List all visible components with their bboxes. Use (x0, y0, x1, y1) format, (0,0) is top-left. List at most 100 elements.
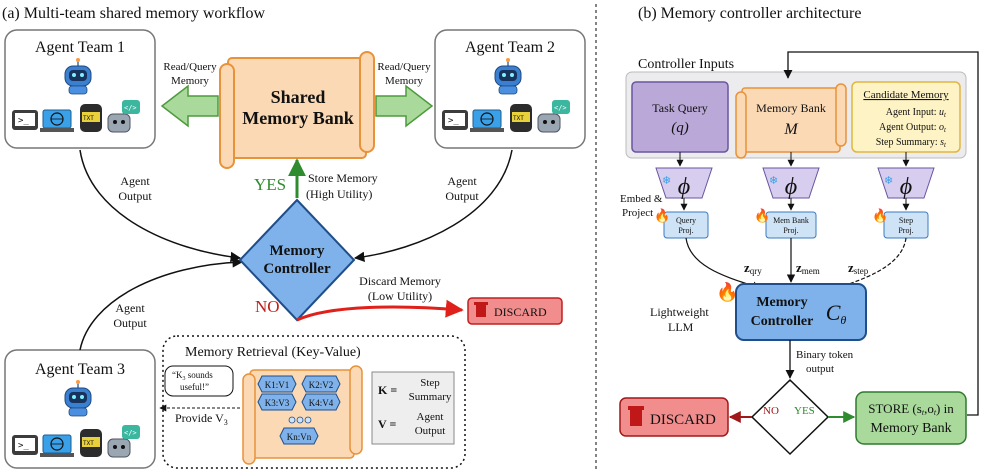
bubble-text-2: useful!” (180, 382, 209, 392)
retrieval-title: Memory Retrieval (Key-Value) (185, 345, 361, 360)
left-panel-title: (a) Multi-team shared memory workflow (2, 5, 265, 22)
yes-label-left: YES (254, 175, 286, 194)
v-legend-label: V = (378, 417, 396, 431)
provide-label: Provide V3 (175, 411, 228, 427)
task-query-label: Task Query (652, 101, 707, 115)
candidate-row-1: Agent Input: ut (886, 107, 947, 119)
k-legend-desc-2: Summary (409, 391, 452, 403)
yes-label-right: YES (794, 405, 815, 417)
agent-team-2-box: Agent Team 2 (434, 29, 586, 149)
step-proj-box: Step Proj. 🔥 (872, 208, 929, 239)
task-query-symbol: (q) (671, 120, 689, 136)
feedback-arrow (783, 51, 979, 416)
memory-controller-diamond: Memory Controller (238, 198, 356, 322)
svg-text:ϕ: ϕ (900, 174, 912, 200)
svg-text:Mem Bank: Mem Bank (773, 216, 809, 225)
controller-label-1: Memory (270, 243, 325, 259)
task-query-box: Task Query (q) (631, 81, 729, 153)
bubble-text-1: “K3 sounds (172, 370, 213, 382)
phi-encoder-memory: ϕ ❄ (762, 167, 820, 200)
store-label-2: Memory Bank (870, 421, 951, 436)
agent-team-2-label: Agent Team 2 (465, 39, 555, 56)
svg-text:Kn:Vn: Kn:Vn (287, 432, 312, 442)
svg-text:Step: Step (899, 216, 913, 225)
binary-label-2: output (806, 363, 834, 375)
agent-output-label-1a: Agent (120, 174, 150, 188)
trash-icon (476, 305, 486, 317)
svg-text:ϕ: ϕ (678, 174, 690, 200)
binary-label-1: Binary token (796, 349, 854, 361)
memory-controller-box: Memory Controller Cθ 🔥 (716, 281, 867, 341)
team3-output-arrow (79, 257, 244, 351)
kv-cell-last: Kn:Vn (279, 427, 319, 445)
svg-text:Proj.: Proj. (898, 226, 913, 235)
trainable-fire-icon: 🔥 (872, 208, 888, 224)
agent-team-1-box: Agent Team 1 (4, 29, 156, 149)
memory-bank-symbol: M (783, 121, 799, 138)
svg-text:Proj.: Proj. (678, 226, 693, 235)
shared-memory-label-2: Memory Bank (242, 108, 354, 128)
agent-output-label-1b: Output (118, 189, 152, 203)
memory-bank-input: Memory Bank M (735, 83, 847, 159)
decision-diamond (750, 378, 830, 456)
kv-cell: K1:V1 (257, 375, 297, 393)
team1-output-arrow (79, 149, 242, 263)
frozen-snowflake-icon: ❄ (662, 174, 671, 187)
svg-text:K3:V3: K3:V3 (265, 398, 290, 408)
kv-cell: K3:V3 (257, 393, 297, 411)
mem-proj-box: Mem Bank Proj. 🔥 (754, 208, 817, 239)
discard-label-right: DISCARD (650, 412, 716, 428)
read-query-label-left-1: Read/Query (163, 61, 217, 73)
ellipsis-dot (296, 416, 304, 424)
store-memory-sub: (High Utility) (306, 187, 372, 201)
trainable-fire-icon: 🔥 (716, 281, 738, 303)
v-legend-desc-2: Output (415, 425, 446, 437)
discard-memory-sub: (Low Utility) (368, 289, 432, 303)
ellipsis-dot (304, 416, 312, 424)
discard-memory-label: Discard Memory (359, 274, 441, 288)
query-proj-box: Query Proj. 🔥 (654, 208, 709, 239)
embed-label-2: Project (622, 207, 653, 219)
ctrl-label-2: Controller (751, 314, 814, 329)
frozen-snowflake-icon: ❄ (884, 174, 893, 187)
agent-output-label-3a: Agent (115, 301, 145, 315)
candidate-memory-box: Candidate Memory Agent Input: ut Agent O… (851, 81, 961, 153)
shared-memory-bank: Shared Memory Bank (219, 51, 375, 169)
lightweight-label-1: Lightweight (650, 305, 709, 319)
no-arrow (296, 299, 464, 322)
shared-memory-label-1: Shared (271, 87, 326, 107)
z-mem-label: zmem (796, 260, 820, 276)
read-query-label-left-2: Memory (171, 75, 209, 87)
svg-text:K1:V1: K1:V1 (265, 380, 290, 390)
read-query-label-right-2: Memory (385, 75, 423, 87)
kv-cell: K2:V2 (301, 375, 341, 393)
discard-box-right: DISCARD (619, 397, 729, 437)
embed-label-1: Embed & (620, 193, 663, 205)
z-step-arrow (831, 237, 907, 292)
store-memory-label: Store Memory (308, 171, 378, 185)
controller-label-2: Controller (263, 261, 331, 277)
trainable-fire-icon: 🔥 (754, 208, 770, 224)
read-arrow-right (375, 84, 434, 128)
svg-text:Query: Query (676, 216, 696, 225)
svg-text:ϕ: ϕ (785, 174, 797, 200)
memory-retrieval-box: Memory Retrieval (Key-Value) “K3 sounds … (159, 335, 466, 469)
team2-output-arrow (353, 149, 513, 263)
candidate-row-3: Step Summary: st (876, 137, 947, 149)
svg-text:K2:V2: K2:V2 (309, 380, 334, 390)
store-label-1: STORE (st,ot) in (868, 401, 954, 417)
lightweight-label-2: LLM (668, 320, 694, 334)
candidate-title: Candidate Memory (863, 89, 949, 101)
phi-encoder-query: ϕ ❄ (655, 167, 713, 200)
right-panel-title: (b) Memory controller architecture (638, 5, 861, 22)
read-arrow-left (160, 84, 219, 128)
store-box: STORE (st,ot) in Memory Bank (855, 391, 967, 445)
agent-output-label-3b: Output (113, 316, 147, 330)
agent-output-label-2a: Agent (447, 174, 477, 188)
svg-text:K4:V4: K4:V4 (309, 398, 334, 408)
phi-encoder-step: ϕ ❄ (877, 167, 935, 200)
svg-text:Proj.: Proj. (783, 226, 798, 235)
agent-team-3-label: Agent Team 3 (35, 361, 125, 378)
ctrl-label-1: Memory (756, 295, 807, 310)
